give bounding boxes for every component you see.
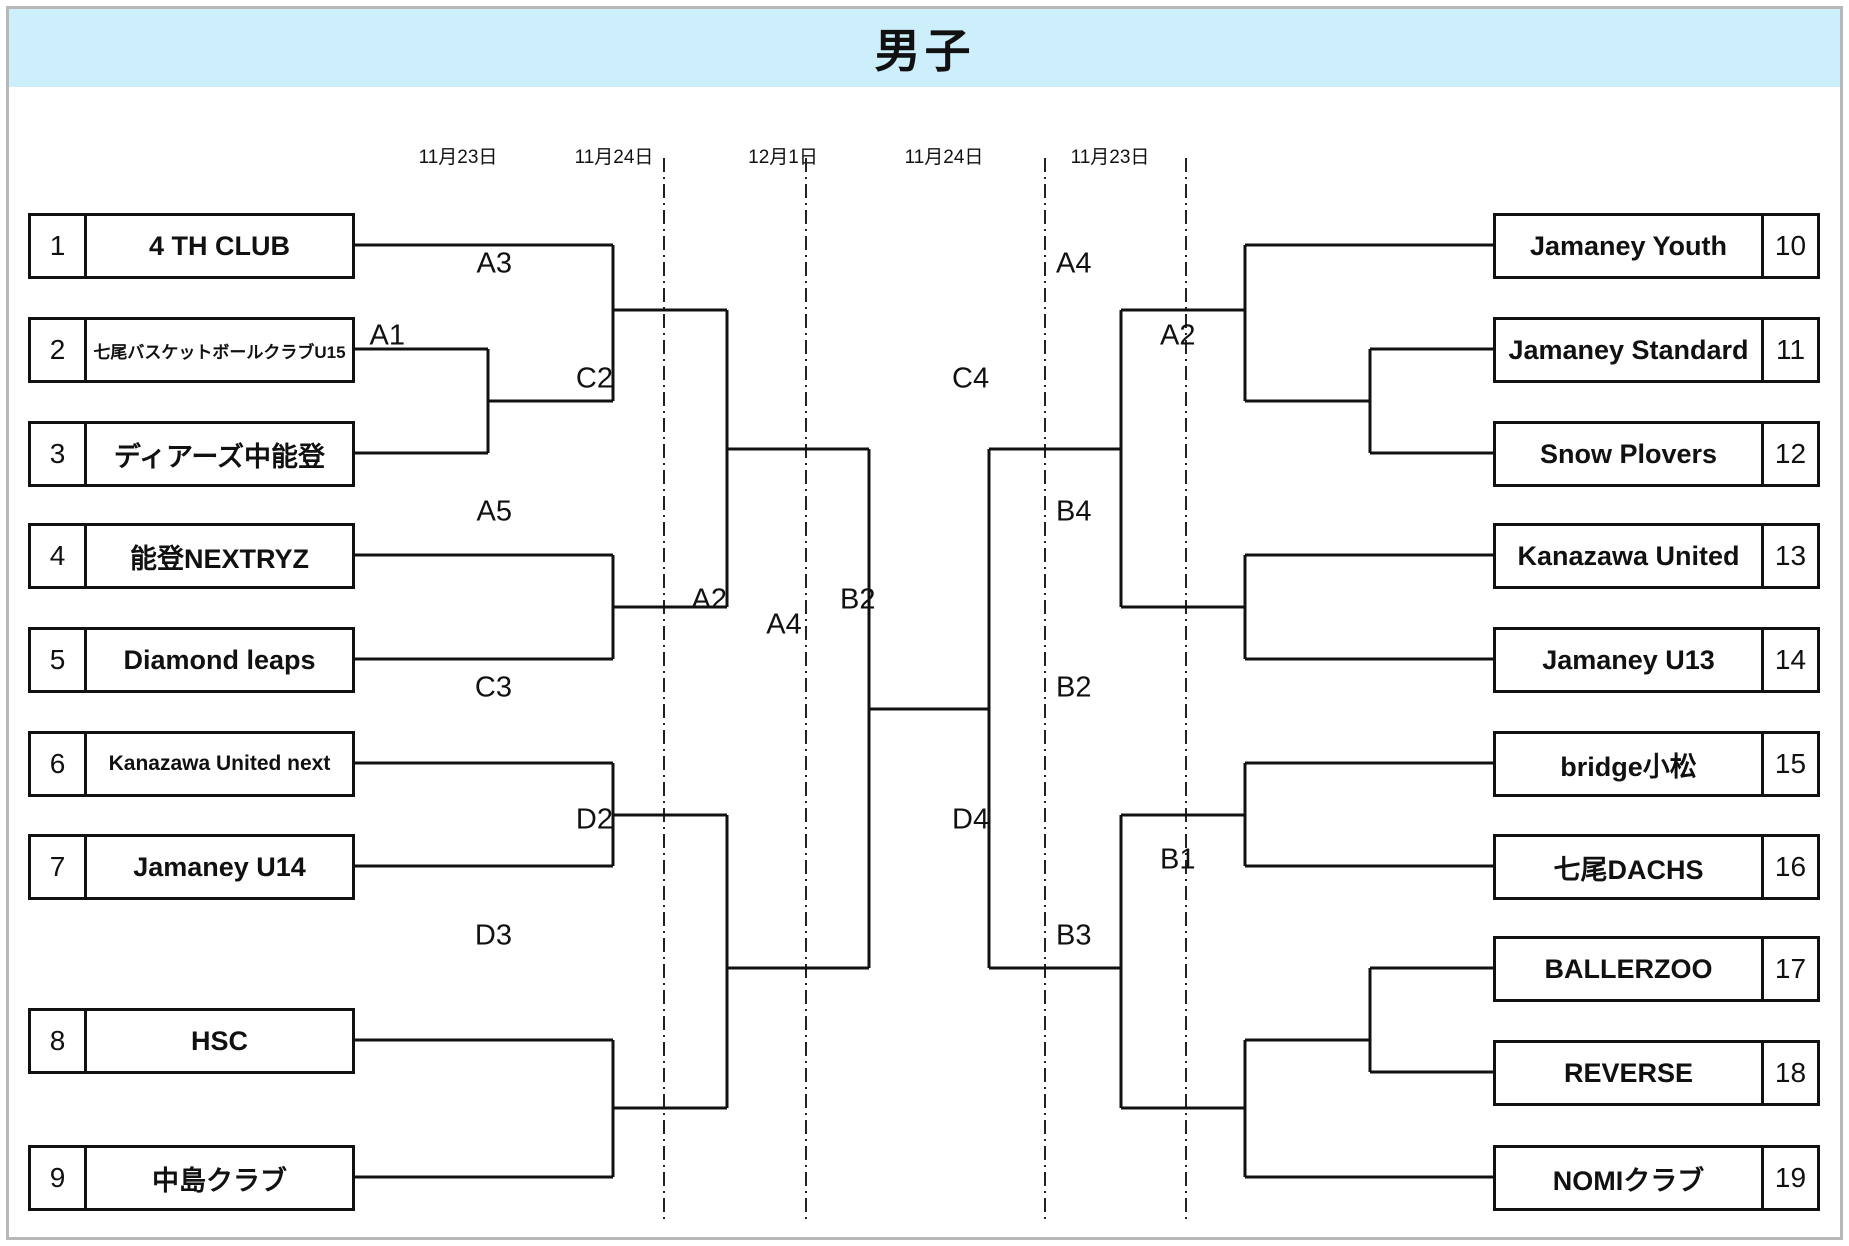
team-seed-number: 16 xyxy=(1761,837,1817,897)
team-seed-number: 10 xyxy=(1761,216,1817,276)
team-box[interactable]: 1 4 TH CLUB xyxy=(28,213,355,279)
team-seed-number: 9 xyxy=(31,1148,87,1208)
team-seed-number: 1 xyxy=(31,216,87,276)
team-name: Kanazawa United xyxy=(1517,540,1740,571)
match-label-right-b3: B3 xyxy=(1056,919,1092,952)
match-label-right-c4: C4 xyxy=(952,362,990,395)
match-label-right-a2: A2 xyxy=(1160,319,1196,352)
team-seed-number: 17 xyxy=(1761,939,1817,999)
match-label-right-b4: B4 xyxy=(1056,495,1092,528)
date-label-3: 12月1日 xyxy=(748,147,818,168)
match-label-right-d4: D4 xyxy=(952,803,990,836)
team-name: 能登NEXTRYZ xyxy=(129,543,309,574)
title-banner: 男子 xyxy=(9,9,1840,87)
team-name: REVERSE xyxy=(1563,1057,1694,1088)
match-label-left-a1: A1 xyxy=(369,319,405,352)
date-label-2: 11月24日 xyxy=(574,147,654,168)
team-box[interactable]: Jamaney Youth 10 xyxy=(1493,213,1820,279)
team-box[interactable]: NOMIクラブ 19 xyxy=(1493,1145,1820,1211)
team-seed-number: 8 xyxy=(31,1011,87,1071)
page-title: 男子 xyxy=(874,25,975,77)
match-label-left-c3: C3 xyxy=(474,671,512,704)
match-label-final-a4: A4 xyxy=(766,608,802,641)
team-seed-number: 18 xyxy=(1761,1043,1817,1103)
team-box[interactable]: 5 Diamond leaps xyxy=(28,627,355,693)
team-seed-number: 6 xyxy=(31,734,87,794)
team-name: bridge小松 xyxy=(1560,751,1697,782)
team-seed-number: 13 xyxy=(1761,526,1817,586)
team-box[interactable]: 7 Jamaney U14 xyxy=(28,834,355,900)
team-name: Jamaney Standard xyxy=(1508,334,1749,365)
date-label-5: 11月23日 xyxy=(1070,147,1150,168)
team-name: BALLERZOO xyxy=(1544,953,1713,984)
match-label-left-d3: D3 xyxy=(474,919,512,952)
team-name: NOMIクラブ xyxy=(1552,1165,1705,1196)
team-box[interactable]: BALLERZOO 17 xyxy=(1493,936,1820,1002)
match-label-right-b1: B1 xyxy=(1160,843,1196,876)
team-name: Jamaney Youth xyxy=(1529,230,1728,261)
match-label-left-c2: C2 xyxy=(575,362,613,395)
team-box[interactable]: 4 能登NEXTRYZ xyxy=(28,523,355,589)
team-box[interactable]: 七尾DACHS 16 xyxy=(1493,834,1820,900)
match-label-left-a2: A2 xyxy=(691,583,727,616)
team-name: HSC xyxy=(190,1025,248,1056)
team-seed-number: 2 xyxy=(31,320,87,380)
team-name: Kanazawa United next xyxy=(108,752,331,775)
team-box[interactable]: REVERSE 18 xyxy=(1493,1040,1820,1106)
team-seed-number: 19 xyxy=(1761,1148,1817,1208)
match-label-right-b2: B2 xyxy=(840,583,876,616)
team-box[interactable]: 8 HSC xyxy=(28,1008,355,1074)
match-label-right-a4: A4 xyxy=(1056,247,1092,280)
team-box[interactable]: Jamaney Standard 11 xyxy=(1493,317,1820,383)
date-label-1: 11月23日 xyxy=(418,147,498,168)
team-seed-number: 14 xyxy=(1761,630,1817,690)
team-box[interactable]: Snow Plovers 12 xyxy=(1493,421,1820,487)
team-seed-number: 7 xyxy=(31,837,87,897)
match-label-left-a3: A3 xyxy=(476,247,512,280)
team-box[interactable]: 2 七尾バスケットボールクラブU15 xyxy=(28,317,355,383)
team-name: 七尾DACHS xyxy=(1553,854,1704,885)
team-box[interactable]: 9 中島クラブ xyxy=(28,1145,355,1211)
match-label-left-d2: D2 xyxy=(575,803,613,836)
team-name: Jamaney U14 xyxy=(133,851,306,882)
team-box[interactable]: 3 ディアーズ中能登 xyxy=(28,421,355,487)
team-seed-number: 15 xyxy=(1761,734,1817,794)
team-seed-number: 11 xyxy=(1761,320,1817,380)
team-name: 4 TH CLUB xyxy=(149,230,290,261)
team-box[interactable]: 6 Kanazawa United next xyxy=(28,731,355,797)
team-name: ディアーズ中能登 xyxy=(113,441,326,472)
team-box[interactable]: Kanazawa United 13 xyxy=(1493,523,1820,589)
team-box[interactable]: Jamaney U13 14 xyxy=(1493,627,1820,693)
team-name: Diamond leaps xyxy=(123,644,316,675)
team-seed-number: 3 xyxy=(31,424,87,484)
team-seed-number: 12 xyxy=(1761,424,1817,484)
team-name: 七尾バスケットボールクラブU15 xyxy=(93,342,346,362)
team-box[interactable]: bridge小松 15 xyxy=(1493,731,1820,797)
match-label-left-a5: A5 xyxy=(476,495,512,528)
team-name: Snow Plovers xyxy=(1539,438,1718,469)
match-label-right-b2b: B2 xyxy=(1056,671,1092,704)
team-seed-number: 5 xyxy=(31,630,87,690)
team-seed-number: 4 xyxy=(31,526,87,586)
team-name: 中島クラブ xyxy=(152,1165,287,1196)
date-label-4: 11月24日 xyxy=(904,147,984,168)
team-name: Jamaney U13 xyxy=(1542,644,1715,675)
